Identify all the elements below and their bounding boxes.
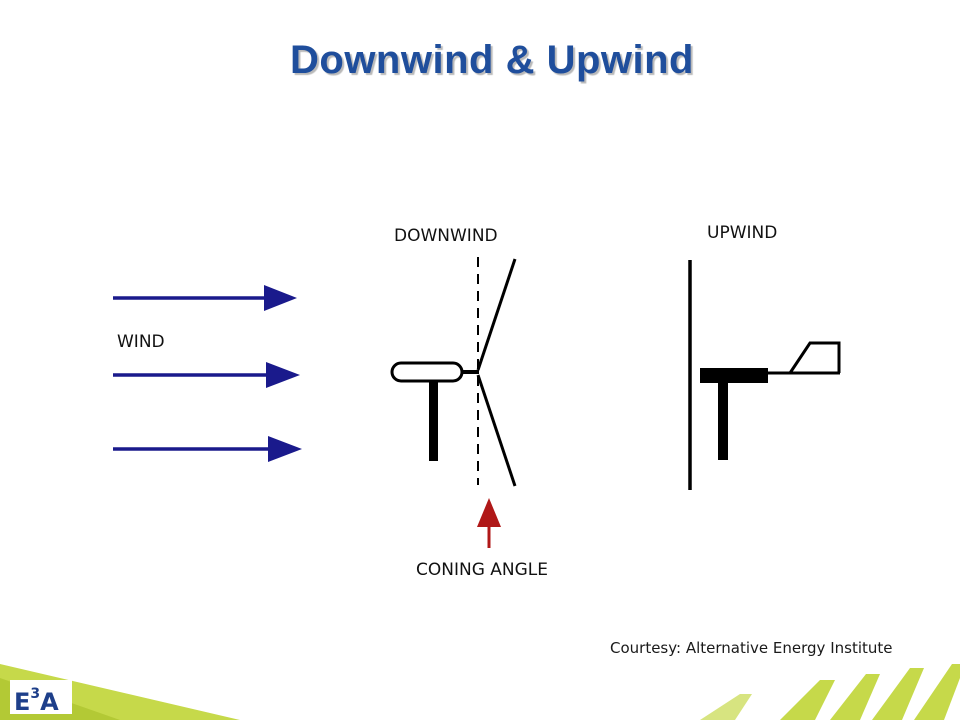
courtesy-note: Courtesy: Alternative Energy Institute [610, 639, 893, 657]
wind-arrows [113, 285, 302, 462]
upwind-label: UPWIND [707, 223, 777, 243]
blade-lower [476, 374, 517, 487]
wind-arrow-middle [113, 362, 300, 388]
e3a-logo: E3A [10, 680, 72, 716]
tower [429, 381, 438, 461]
downwind-label: DOWNWIND [394, 226, 498, 246]
wind-arrow-top [113, 285, 297, 311]
wind-label: WIND [117, 332, 165, 352]
slide-title: Downwind & Upwind [290, 38, 694, 82]
coning-angle-label: CONING ANGLE [416, 560, 548, 580]
tower [718, 383, 728, 460]
tail-vane [788, 341, 841, 374]
wind-arrow-bottom [113, 436, 302, 462]
nacelle [390, 361, 464, 383]
coning-angle-arrow [477, 498, 501, 548]
downwind-turbine [390, 257, 517, 487]
footer-stripes [0, 664, 960, 720]
blade-upper [476, 258, 517, 371]
nacelle [700, 368, 768, 383]
upwind-turbine [688, 260, 841, 490]
footer-band: E3A [0, 664, 960, 720]
